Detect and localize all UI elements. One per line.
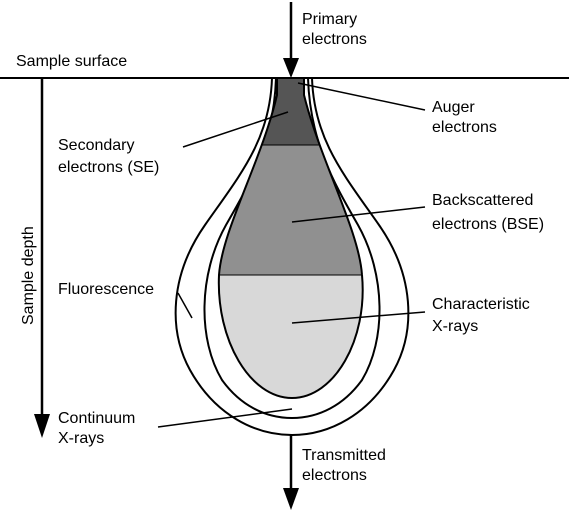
fluorescence-label: Fluorescence <box>58 281 154 298</box>
auger-leader-line <box>297 82 426 111</box>
continuum-leader-line <box>157 408 293 428</box>
primary-electrons-arrow <box>283 2 299 78</box>
characteristic-leader-line <box>291 311 426 324</box>
backscattered-leader-line <box>291 206 426 223</box>
sample-surface-label: Sample surface <box>16 53 127 70</box>
inner-teardrop-outline <box>217 78 364 400</box>
auger-electrons-label: Auger electrons <box>432 99 497 136</box>
primary-electrons-label: Primary electrons <box>302 11 367 48</box>
transmitted-electrons-label: Transmitted electrons <box>302 447 390 484</box>
characteristic-xrays-label: Characteristic X-rays <box>432 296 534 335</box>
fluorescence-leader-line <box>177 292 193 319</box>
secondary-electrons-label: Secondary electrons (SE) <box>58 137 159 176</box>
backscattered-electrons-label: Backscattered electrons (BSE) <box>432 192 544 233</box>
sample-depth-arrow <box>34 78 50 438</box>
secondary-electron-zone <box>218 78 363 145</box>
sample-depth-label: Sample depth <box>20 226 37 325</box>
continuum-xrays-label: Continuum X-rays <box>58 410 140 447</box>
transmitted-electrons-arrow <box>283 435 299 510</box>
secondary-leader-line <box>182 111 289 148</box>
